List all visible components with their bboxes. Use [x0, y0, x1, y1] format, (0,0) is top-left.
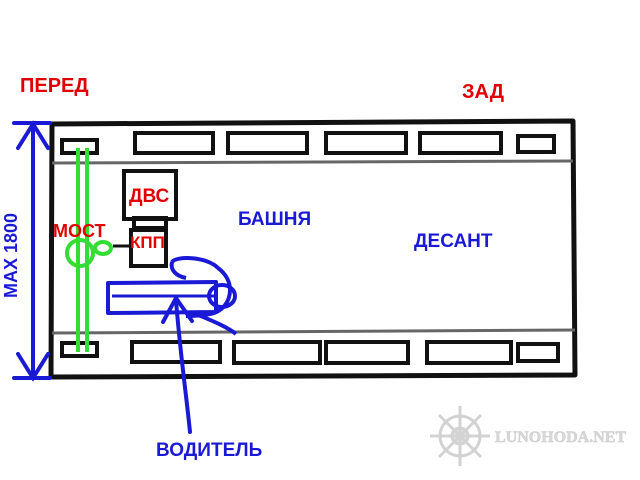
driver-seat: [106, 256, 238, 336]
watermark-text: LUNOHODA.NET: [495, 429, 626, 446]
label-troops: ДЕСАНТ: [414, 231, 493, 252]
label-rear: ЗАД: [462, 81, 504, 103]
gearbox-block: [113, 228, 168, 268]
width-dimension-arrow: [12, 120, 52, 382]
hull: [48, 118, 578, 380]
label-turret: БАШНЯ: [238, 209, 311, 230]
label-gearbox: КПП: [130, 233, 165, 252]
driver-arrow: [161, 294, 194, 434]
ship-wheel-icon: [430, 406, 490, 466]
label-driver: ВОДИТЕЛЬ: [156, 440, 262, 461]
bottom-track-cells: [60, 340, 560, 365]
front-axle: [65, 148, 113, 352]
track-lines: [51, 159, 576, 335]
watermark: LUNOHODA.NET: [430, 406, 627, 466]
top-track-cells: [60, 131, 556, 155]
label-engine: ДВС: [129, 186, 170, 207]
label-front: ПЕРЕД: [20, 75, 89, 97]
label-width-limit: MAX 1800: [1, 213, 21, 298]
label-axle: МОСТ: [53, 221, 106, 241]
